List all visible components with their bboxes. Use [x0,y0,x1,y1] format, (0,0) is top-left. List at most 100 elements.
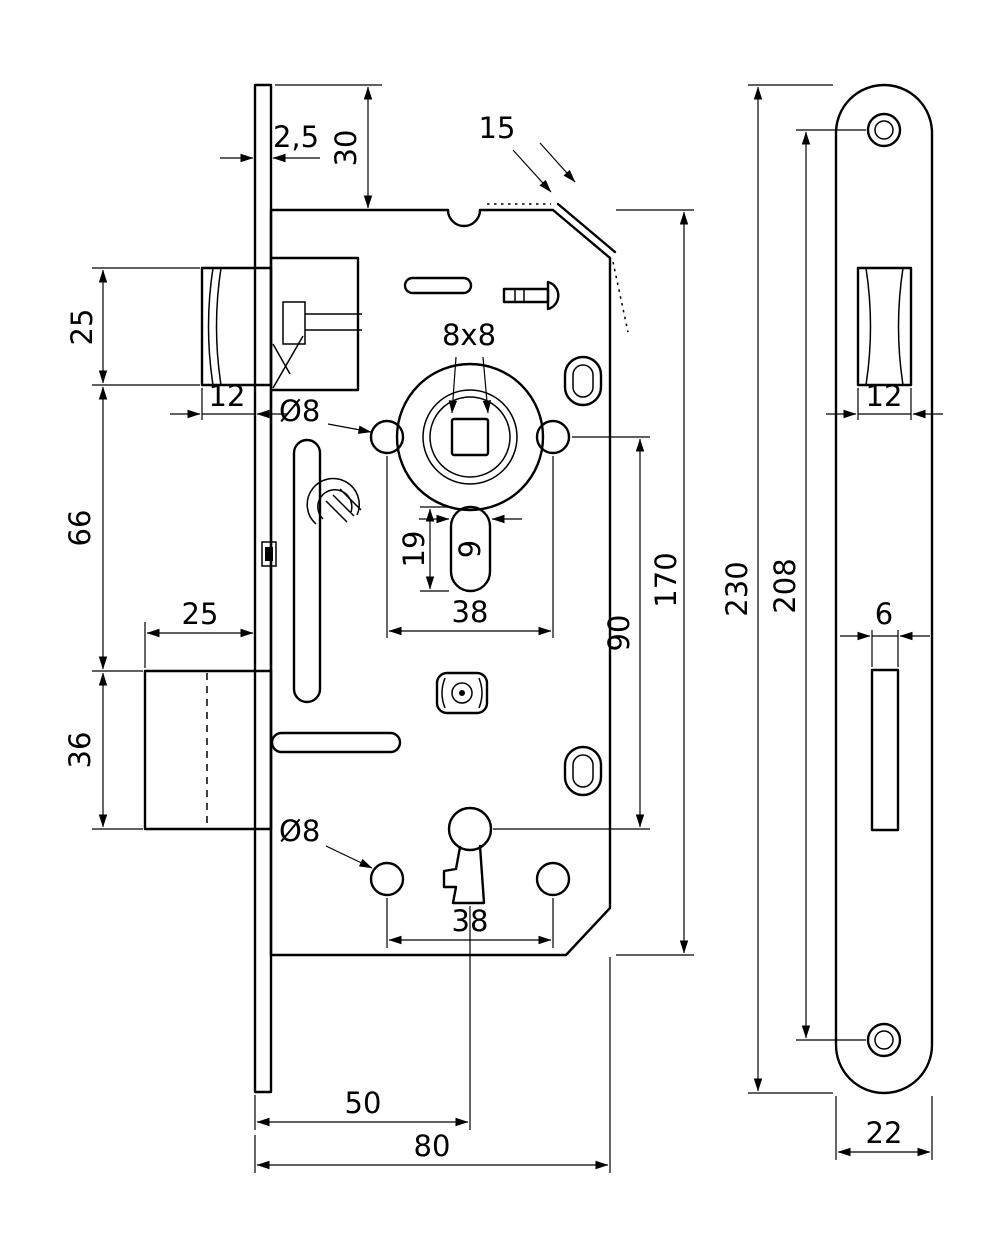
lever-slot [292,438,322,704]
screw-hole-top-outer [866,112,902,148]
chamfer-tab-line [556,202,617,254]
dim-label-hub-screw-span: 38 [452,595,489,629]
extension-lines [92,267,200,386]
dim-follower-slot-width: 9 [419,514,522,558]
leader-line [325,845,373,869]
hub-inner-circle [429,396,511,478]
stop-side-curves [441,677,483,709]
dim-label-plate-latch-width: 12 [866,379,903,413]
faceplate-front-view [834,83,934,1095]
chamfer-hidden-line-diagonal [612,261,629,333]
side-slot-top-inner [572,364,594,398]
dim-label-follower-slot-width: 9 [453,540,487,558]
dim-label-case-height: 170 [649,552,683,607]
stop-circle [451,682,473,704]
dim-hub-screw-span: 38 [386,456,554,638]
latch-tail-block [282,301,306,345]
spindle-square-hole [450,417,490,457]
extension-lines [201,388,255,420]
extension-lines [796,129,866,1041]
leader-line [539,142,576,183]
leader-line [512,149,552,193]
stop-component [435,671,489,715]
dim-label-plate-bolt-width: 6 [875,597,893,631]
latch-spring [272,335,304,389]
extension-lines [748,84,833,1094]
case-outline [269,208,612,957]
follower-housing [269,256,360,392]
dim-backset: 50 [254,906,471,1130]
dim-label-latch-depth: 12 [209,379,246,413]
dim-label-bolt-height: 36 [63,732,97,769]
extension-lines [420,506,449,592]
dim-plate-thickness: 2,5 [220,120,320,163]
bolt-opening [870,668,900,832]
hub-screw-hole-left [369,419,405,455]
leader-line [482,356,492,414]
fixing-hole-right [535,861,571,897]
latch-opening-curves [865,267,904,386]
dim-latch-height: 25 [65,267,200,386]
latch-mechanism [269,256,362,392]
keyhole-slot [442,844,486,905]
dim-label-latch-height: 25 [65,309,99,346]
dim-latch-bolt-gap: 66 [63,386,143,672]
extension-lines [386,456,554,638]
extension-lines [616,209,694,956]
dim-chamfer: 15 [479,111,576,193]
screw-head [546,280,560,311]
spring-outer-arc [306,477,360,525]
plate-catch [261,541,277,567]
dim-hub-hole-dia: Ø8 [279,394,372,434]
keyhole-circle [447,806,493,852]
screw-hole-top [866,112,902,148]
leader-line [327,423,372,434]
latch-bolt-body [200,266,273,387]
faceplate-side [253,83,273,1094]
plate-catch-fill [265,547,273,561]
stop-body [435,671,489,715]
screw-hole-bottom [866,1022,902,1058]
dim-spindle-square: 8x8 [442,318,496,414]
dim-key-hole-dia: Ø8 [279,814,373,869]
extension-lines [254,906,471,1130]
side-slot-bottom-inner [572,754,594,788]
dim-label-follower-slot-height: 19 [397,531,431,568]
screw-hole-bottom-inner [874,1030,894,1050]
lock-body-side-view [143,83,629,1094]
dim-label-latch-bolt-gap: 66 [63,510,97,547]
stop-pin [459,690,465,696]
dim-label-key-hole-dia: Ø8 [279,814,320,848]
dim-latch-depth: 12 [170,379,287,420]
hub-ring-circle [422,389,518,485]
extension-lines [493,436,650,830]
screw-hole-top-inner [874,120,894,140]
keyhole [442,806,493,905]
dim-label-hub-hole-dia: Ø8 [279,394,320,428]
dim-label-screw-spacing: 208 [768,558,802,613]
leader-line [448,356,458,414]
latch-opening-outline [856,266,913,387]
side-slot-top-outer [563,355,603,407]
dim-top-offset: 30 [275,84,382,209]
spring-hook [306,477,362,525]
extension-lines [254,957,611,1173]
dim-label-chamfer: 15 [479,111,516,145]
extension-lines [857,388,912,420]
dimensions-left-view: 2,5 30 15 25 12 Ø8 [63,84,694,1173]
fixing-hole-left [369,861,405,897]
extension-lines [871,630,899,667]
side-slot-top [563,355,603,407]
latch-bolt [200,266,273,387]
top-slot [403,276,473,295]
lock-case [269,202,629,957]
extension-lines [835,1096,933,1160]
dim-screw-spacing: 208 [768,129,866,1041]
dim-case-depth: 80 [254,957,611,1173]
latch-spindle [305,313,362,331]
dim-plate-bolt-width: 6 [840,597,930,667]
spring-inner-arc [317,489,353,520]
side-slot-bottom-outer [563,745,603,797]
dim-plate-latch-width: 12 [826,379,943,420]
